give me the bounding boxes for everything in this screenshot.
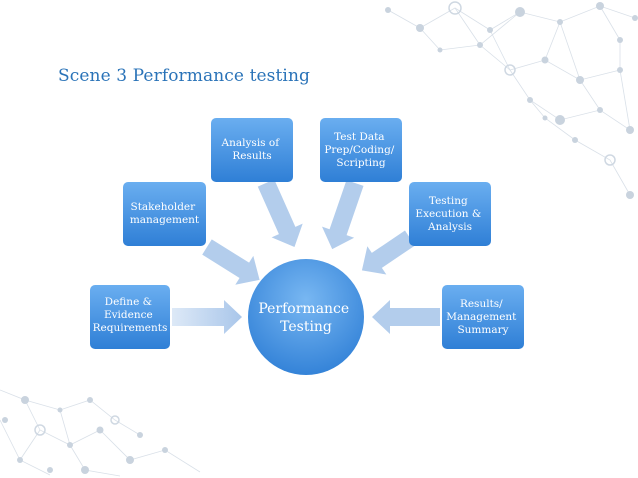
node-box [442,285,524,349]
node-label-line: Results [232,150,271,162]
node-label-line: Analysis [427,221,472,233]
arrow-testdata [321,180,364,250]
svg-text:Test Data Prep/Coding/: Test Data Prep/Coding/ Scripting [324,131,397,169]
center-line: Testing [280,319,332,335]
arrow-execution [361,230,416,275]
node-label-line: Testing [429,195,468,207]
slide-title: Scene 3 Performance testing [58,66,310,86]
network-decoration-bottom-left [0,389,201,477]
node-label-line: Prep/Coding/ [324,144,394,156]
node-results: Results/ Management Summary [442,285,524,349]
node-label-line: Management [446,311,517,323]
node-label-line: Requirements [93,322,168,334]
svg-text:Define & Evidence: Define & Evidence Requirements [93,296,168,334]
node-box [211,118,293,182]
node-execution: Testing Execution & Analysis [409,182,491,246]
node-testdata: Test Data Prep/Coding/ Scripting [320,118,402,182]
arrow-define [172,300,242,334]
svg-text:Analysis of Results: Analysis of Results [221,137,283,162]
center-node: Performance Testing [248,259,364,375]
node-analysis: Analysis of Results [211,118,293,182]
svg-text:Performance Testing: Performance Testing [258,301,353,335]
arrow-analysis [257,179,303,247]
node-define: Define & Evidence Requirements [90,285,170,349]
svg-text:Stakeholder management: Stakeholder management [130,201,200,226]
arrow-results [372,300,440,334]
center-line: Performance [258,301,349,317]
node-box [409,182,491,246]
network-dots-bottom-left [2,396,168,474]
node-label-line: Results/ [460,298,503,310]
network-dots-top-right [385,1,638,199]
node-label-line: Evidence [104,309,153,321]
node-label-line: Analysis of [221,137,281,149]
node-label-line: Summary [457,324,508,336]
network-decoration-top-right [387,5,636,196]
svg-text:Testing Execution &: Testing Execution & Analysis [415,195,484,233]
svg-text:Results/ Management: Results/ Management Summary [446,298,519,336]
flow-arrows [172,179,440,334]
center-circle [248,259,364,375]
node-label-line: Scripting [336,157,386,169]
node-label-line: Test Data [334,131,385,143]
node-label-line: Stakeholder [131,201,197,213]
node-label-line: Define & [105,296,152,308]
node-label-line: management [130,214,200,226]
node-label-line: Execution & [415,208,481,220]
node-box [320,118,402,182]
arrow-stakeholder [202,239,260,285]
node-box [90,285,170,349]
node-box [123,182,206,246]
node-stakeholder: Stakeholder management [123,182,206,246]
